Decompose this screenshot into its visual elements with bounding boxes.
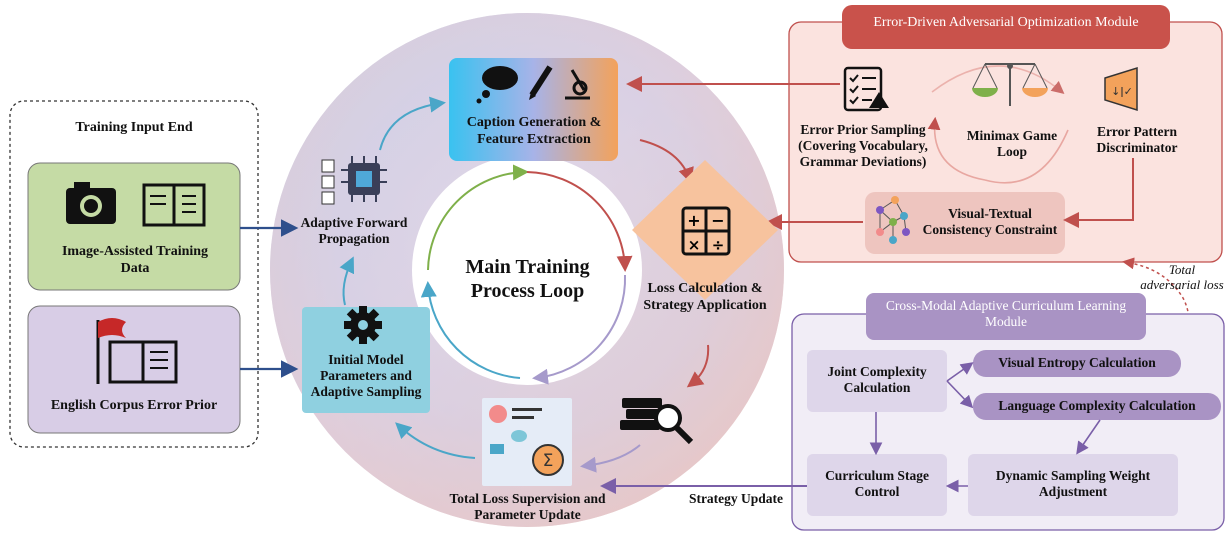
consistency-label: Visual-Textual Consistency Constraint [922,206,1058,237]
main-loop-center [412,155,642,385]
discriminator-label: Error Pattern Discriminator [1096,124,1178,155]
checklist-icon [843,66,889,112]
adversarial-module-title: Error-Driven Adversarial Optimization Mo… [873,15,1139,30]
corpus-book-icon [108,340,178,384]
books-search-icon [620,398,694,445]
svg-text:↓ǀ✓: ↓ǀ✓ [1111,85,1133,98]
forward-node-label: Adaptive Forward Propagation [300,215,408,246]
total-loss-node-label: Total Loss Supervision and Parameter Upd… [449,491,606,522]
consistency-box [865,192,1065,254]
error-prior-sampling-label: Error Prior Sampling (Covering Vocabular… [798,122,928,169]
chip-icon [321,156,387,205]
calculator-icon: + − × ÷ [681,206,731,256]
loss-node-label: Loss Calculation & Strategy Application [643,281,767,313]
strategy-update-label: Strategy Update [688,491,784,506]
language-complexity-box [973,393,1221,420]
svg-text:Σ: Σ [543,451,554,471]
thought-icon [476,66,518,104]
minimax-label: Minimax Game Loop [966,128,1058,159]
dynamic-sampling-label: Dynamic Sampling Weight Adjustment [995,468,1151,499]
gear-icon [344,306,382,344]
camera-icon [66,182,116,224]
book-icon [142,183,206,227]
total-adversarial-loss-label: Total adversarial loss [1140,262,1224,292]
training-input-title: Training Input End [75,120,193,135]
network-icon [876,196,910,244]
init-params-box [302,307,430,413]
visual-entropy-box [973,350,1181,377]
language-complexity-label: Language Complexity Calculation [998,398,1196,413]
flag-icon [96,318,126,384]
sigma-icon: Σ [489,405,564,476]
svg-text:×: × [688,236,701,254]
svg-text:÷: ÷ [712,236,725,254]
visual-entropy-label: Visual Entropy Calculation [998,355,1156,370]
curriculum-stage-label: Curriculum Stage Control [825,468,929,499]
curriculum-module-header [866,293,1146,340]
svg-text:+: + [687,211,700,230]
joint-complexity-box [807,350,947,412]
image-data-label: Image-Assisted Training Data [61,244,209,276]
microscope-icon [565,69,590,100]
svg-text:−: − [711,211,724,230]
init-node-label: Initial Model Parameters and Adaptive Sa… [310,352,422,399]
dynamic-sampling-box [968,454,1178,516]
corpus-label: English Corpus Error Prior [50,398,218,413]
adversarial-module-header [842,5,1170,49]
joint-complexity-label: Joint Complexity Calculation [827,364,927,395]
scale-icon [972,63,1048,106]
funnel-icon: ↓ǀ✓ [1104,66,1138,112]
curriculum-module-title: Cross-Modal Adaptive Curriculum Learning… [885,298,1127,330]
main-loop-title: Main Training Process Loop [465,256,590,302]
pencil-icon [529,65,553,100]
caption-node-label: Caption Generation & Feature Extraction [466,115,602,147]
curriculum-stage-box [807,454,947,516]
